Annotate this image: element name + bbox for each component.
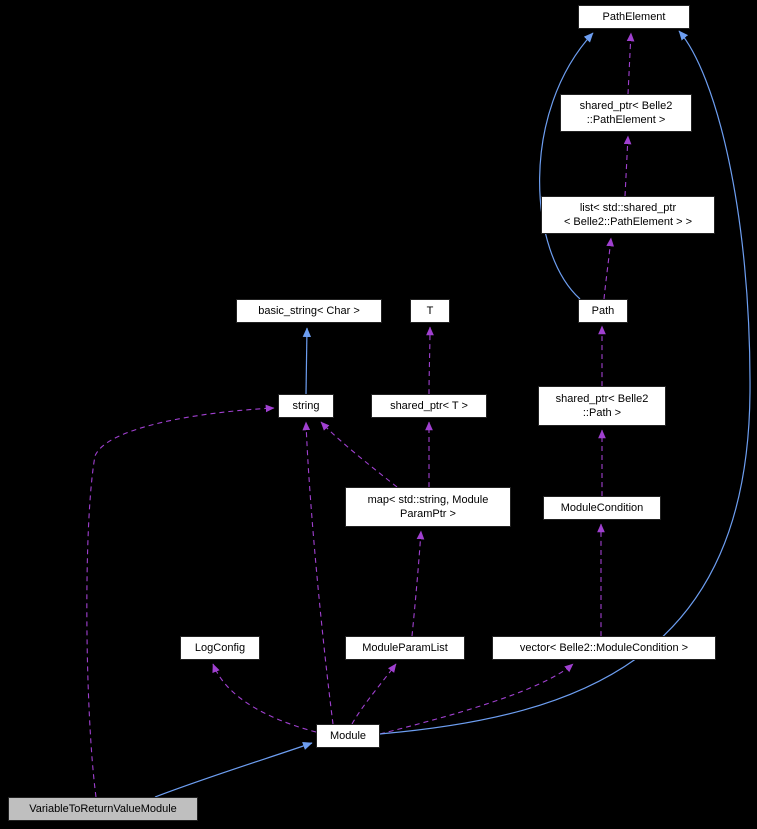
node-list-shared-ptr-pathelement[interactable]: list< std::shared_ptr < Belle2::PathElem… <box>541 196 715 234</box>
edge-vtrvm-uses-string <box>86 404 275 798</box>
edge-path-inherits-pathelement <box>539 32 594 300</box>
edge-sharedptrt-uses-t <box>426 326 434 395</box>
node-pathelement[interactable]: PathElement <box>578 5 690 29</box>
edge-map-uses-string <box>320 421 398 488</box>
edge-module-inherits-pathelement <box>379 30 751 735</box>
edge-list-uses-sharedptrpathelement <box>623 135 632 197</box>
node-shared-ptr-t[interactable]: shared_ptr< T > <box>371 394 487 418</box>
edge-sharedptrpathelement-uses-pathelement <box>626 32 635 95</box>
node-variabletoreturnvaluemodule[interactable]: VariableToReturnValueModule <box>8 797 198 821</box>
node-t[interactable]: T <box>410 299 450 323</box>
node-logconfig[interactable]: LogConfig <box>180 636 260 660</box>
edge-vtrvm-inherits-module <box>154 742 313 798</box>
edge-module-uses-vector <box>379 663 574 735</box>
node-path[interactable]: Path <box>578 299 628 323</box>
node-shared-ptr-pathelement[interactable]: shared_ptr< Belle2 ::PathElement > <box>560 94 692 132</box>
node-vector-modulecondition[interactable]: vector< Belle2::ModuleCondition > <box>492 636 716 660</box>
edge-moduleparamlist-uses-map <box>411 530 425 637</box>
node-modulecondition[interactable]: ModuleCondition <box>543 496 661 520</box>
edge-string-inherits-basicstring <box>302 327 312 395</box>
node-basic-string-char[interactable]: basic_string< Char > <box>236 299 382 323</box>
edge-module-uses-logconfig <box>212 663 317 733</box>
edge-path-uses-list <box>603 237 615 300</box>
edge-module-uses-moduleparamlist <box>351 663 397 725</box>
node-moduleparamlist[interactable]: ModuleParamList <box>345 636 465 660</box>
node-shared-ptr-path[interactable]: shared_ptr< Belle2 ::Path > <box>538 386 666 426</box>
edge-module-uses-string <box>302 421 334 725</box>
node-string[interactable]: string <box>278 394 334 418</box>
node-map-moduleparamptr[interactable]: map< std::string, Module ParamPtr > <box>345 487 511 527</box>
node-module[interactable]: Module <box>316 724 380 748</box>
